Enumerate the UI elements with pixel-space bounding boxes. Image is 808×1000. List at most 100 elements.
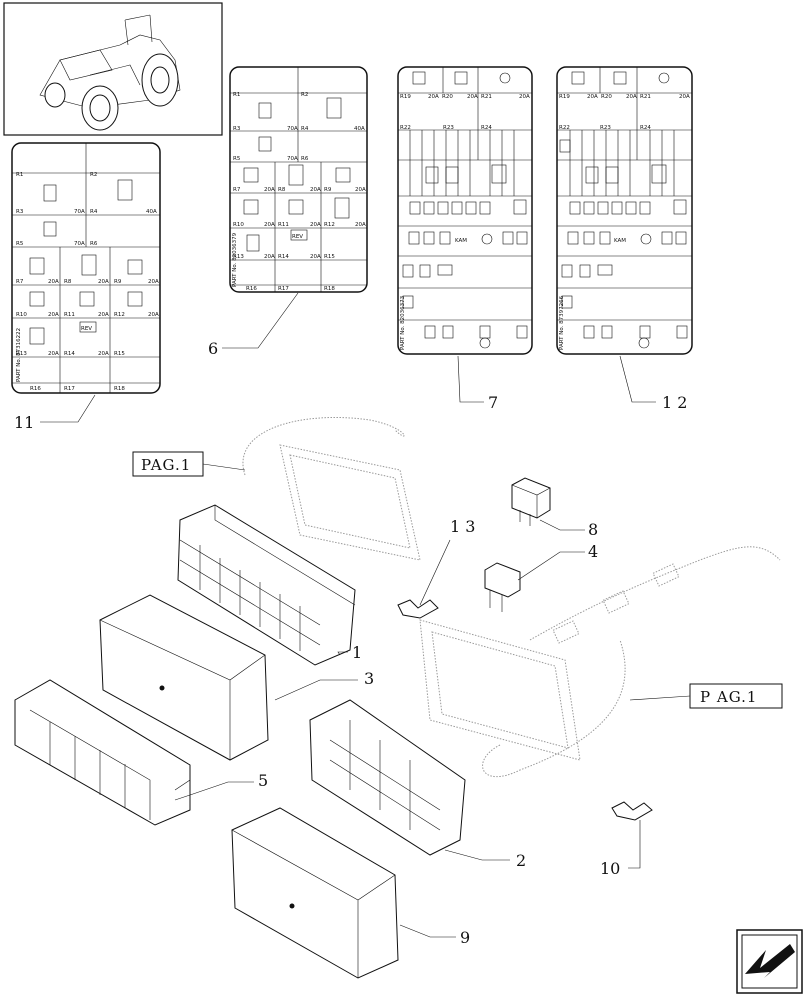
panel11-r18: R18 (114, 386, 125, 392)
panel12-r21: R21 (640, 94, 651, 100)
maxi-fuse-4 (484, 562, 521, 612)
callout-numbers: 11 6 7 1 2 1 3 8 4 1 3 5 2 10 9 (14, 339, 687, 947)
fuse-panel-12: KAM R19 20A R20 20A R21 20A R22 R23 R24 … (556, 66, 693, 355)
panel6-r8: R8 (278, 187, 286, 193)
page-reference-left: PAG.1 (132, 451, 246, 477)
callout-11: 11 (14, 413, 34, 432)
reference-outlines (242, 417, 781, 778)
panel11-r5: R5 (16, 241, 24, 247)
panel11-r10: R10 (16, 312, 27, 318)
panel11-r8: R8 (64, 279, 72, 285)
panel11-r5-amp: 70A (74, 241, 85, 247)
callout-6: 6 (208, 339, 218, 358)
callout-12: 1 2 (662, 393, 687, 412)
panel11-r13-amp: 20A (48, 351, 59, 357)
callout-2: 2 (516, 851, 526, 870)
tractor-thumbnail (3, 2, 223, 136)
back-arrow-icon[interactable] (736, 929, 803, 994)
fuse-panel-7: KAM R19 20A R20 20A R21 20A R22 R23 R24 … (397, 66, 533, 355)
callout-10: 10 (600, 859, 620, 878)
panel12-r19: R19 (559, 94, 570, 100)
panel6-part-number: PART No. 82036379 (232, 232, 238, 287)
panel6-r6: R6 (301, 156, 309, 162)
terminal-10 (611, 801, 653, 821)
panel6-r1: R1 (233, 92, 240, 98)
panel6-r13-amp: 20A (264, 254, 275, 260)
panel11-r7: R7 (16, 279, 24, 285)
panel6-r3: R3 (233, 126, 241, 132)
panel11-r15: R15 (114, 351, 125, 357)
fuse-socket-block-2 (309, 699, 466, 856)
panel12-r19-amp: 20A (587, 94, 598, 100)
panel12-kam-text: KAM (614, 238, 626, 244)
fuse-panel-6: REV R1 R2 R3 70A R4 40A R5 70A R6 R7 20A… (229, 66, 368, 293)
panel11-r7-amp: 20A (48, 279, 59, 285)
panel12-r20-amp: 20A (626, 94, 637, 100)
leader-lines (40, 292, 656, 938)
panel11-r12: R12 (114, 312, 125, 318)
panel6-r4-amp: 40A (354, 126, 365, 132)
panel7-r20: R20 (442, 94, 453, 100)
panel11-r11-amp: 20A (98, 312, 109, 318)
panel7-r21-amp: 20A (519, 94, 530, 100)
pag-label-left: PAG.1 (141, 456, 191, 474)
panel11-rev-text: REV (81, 326, 92, 332)
panel11-r12-amp: 20A (148, 312, 159, 318)
callout-1: 1 (352, 643, 362, 662)
panel6-r13: R13 (233, 254, 244, 260)
panel11-r8-amp: 20A (98, 279, 109, 285)
panel6-r11-amp: 20A (310, 222, 321, 228)
page-reference-right: P AG.1 (629, 683, 783, 709)
fuse-box-cover-3 (99, 594, 269, 761)
panel11-r14-amp: 20A (98, 351, 109, 357)
fuse-panel-11: REV R1 R2 R3 70A R4 40A R5 70A R6 R7 20A… (11, 142, 161, 394)
panel11-r6: R6 (90, 241, 98, 247)
panel6-r12-amp: 20A (355, 222, 366, 228)
callout-4: 4 (588, 542, 598, 561)
panel6-r7-amp: 20A (264, 187, 275, 193)
panel6-r9-amp: 20A (355, 187, 366, 193)
panel11-r14: R14 (64, 351, 75, 357)
panel7-r23: R23 (443, 125, 454, 131)
panel11-part-number: PART No. 87316222 (16, 328, 22, 382)
panel11-r16: R16 (30, 386, 41, 392)
panel6-r14-amp: 20A (310, 254, 321, 260)
terminal-13 (397, 599, 439, 619)
panel6-r2: R2 (301, 92, 308, 98)
panel7-r19-amp: 20A (428, 94, 439, 100)
panel12-r23: R23 (600, 125, 611, 131)
panel7-r24: R24 (481, 125, 492, 131)
panel12-r20: R20 (601, 94, 612, 100)
panel11-r13: R13 (16, 351, 27, 357)
panel11-r9-amp: 20A (148, 279, 159, 285)
callout-13: 1 3 (450, 517, 475, 536)
panel6-r8-amp: 20A (310, 187, 321, 193)
panel6-r18: R18 (324, 286, 335, 292)
panel6-r7: R7 (233, 187, 241, 193)
panel6-r16: R16 (246, 286, 257, 292)
panel12-r22: R22 (559, 125, 570, 131)
panel11-r2: R2 (90, 172, 97, 178)
panel11-r3: R3 (16, 209, 24, 215)
panel11-r4-amp: 40A (146, 209, 157, 215)
callout-7: 7 (488, 393, 498, 412)
panel7-kam-text: KAM (455, 238, 467, 244)
panel6-r14: R14 (278, 254, 289, 260)
panel6-r9: R9 (324, 187, 332, 193)
callout-9: 9 (460, 928, 470, 947)
panel11-r4: R4 (90, 209, 98, 215)
panel6-r10: R10 (233, 222, 244, 228)
panel7-r19: R19 (400, 94, 411, 100)
panel7-r22: R22 (400, 125, 411, 131)
relay-8 (511, 477, 551, 526)
panel6-rev-text: REV (292, 234, 303, 240)
panel6-r15: R15 (324, 254, 335, 260)
panel6-r11: R11 (278, 222, 289, 228)
panel12-part-number: PART No. 87397266 (559, 295, 565, 350)
panel11-r1: R1 (16, 172, 23, 178)
panel7-r20-amp: 20A (467, 94, 478, 100)
panel11-r11: R11 (64, 312, 75, 318)
panel7-r21: R21 (481, 94, 492, 100)
fuse-holder-block-1 (177, 504, 356, 666)
